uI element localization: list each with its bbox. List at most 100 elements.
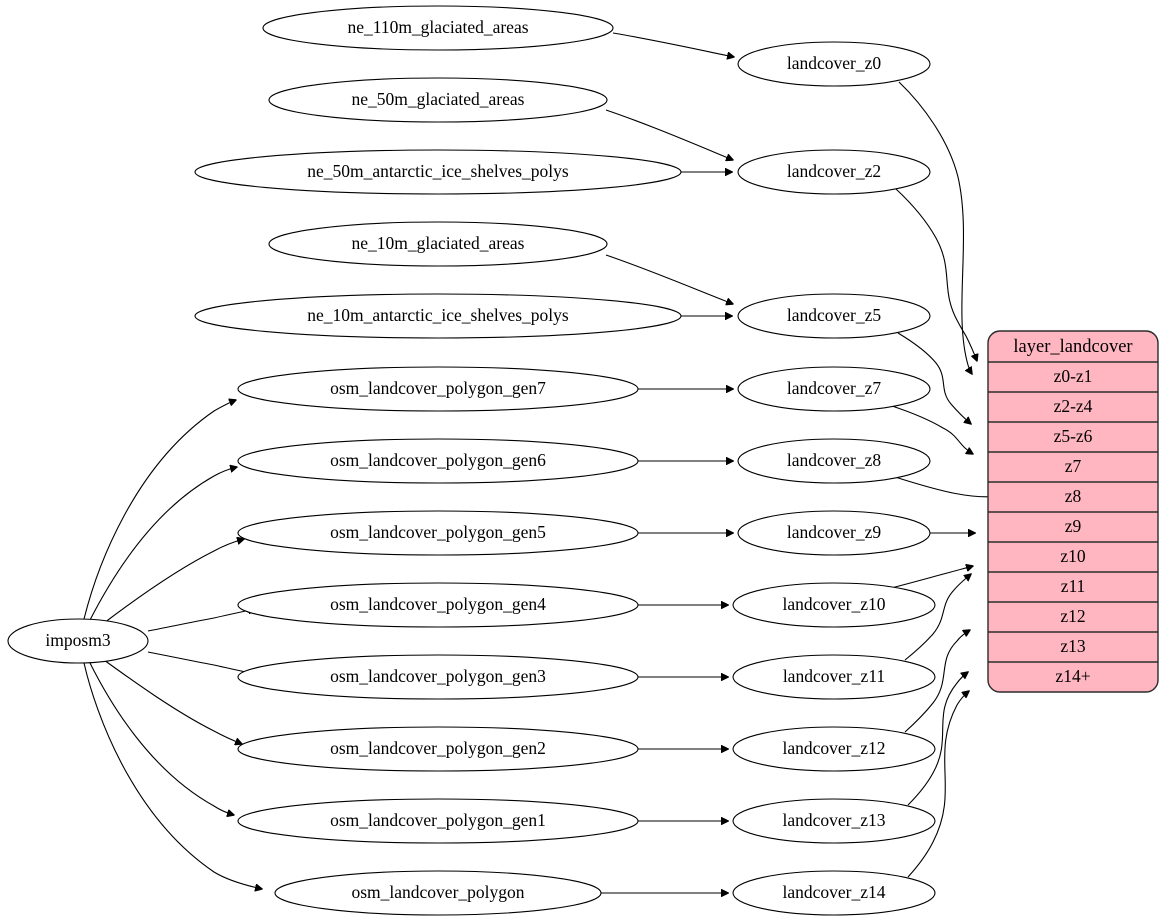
node-shape	[732, 654, 936, 700]
node-shape	[737, 510, 931, 556]
node-shape	[237, 366, 639, 412]
node-label: landcover_z0	[787, 53, 882, 73]
graph-edge	[605, 109, 733, 160]
edge-imposm3-to-osm_landcover_polygon_gen4	[147, 609, 255, 632]
node-shape	[732, 870, 936, 916]
table-row[interactable]: z10	[988, 541, 1158, 566]
edge-landcover_z14-to-layer_landcover_z14	[907, 691, 969, 878]
node-osm_landcover_polygon[interactable]: osm_landcover_polygon	[274, 870, 602, 916]
table-row[interactable]: z11	[988, 571, 1158, 596]
graph-edge	[612, 32, 734, 57]
node-shape	[268, 221, 608, 267]
node-landcover_z0[interactable]: landcover_z0	[737, 41, 931, 87]
node-osm_landcover_polygon_gen5[interactable]: osm_landcover_polygon_gen5	[237, 510, 639, 556]
node-landcover_z11[interactable]: landcover_z11	[732, 654, 936, 700]
graph-edge	[898, 81, 972, 374]
table-row[interactable]: z8	[988, 481, 1158, 506]
edge-landcover_z5-to-layer_landcover_z5_z6	[897, 332, 971, 424]
node-label: landcover_z11	[783, 666, 885, 686]
node-label: landcover_z7	[787, 378, 882, 398]
table-row[interactable]: z7	[988, 451, 1158, 476]
node-landcover_z5[interactable]: landcover_z5	[737, 293, 931, 339]
node-landcover_z9[interactable]: landcover_z9	[737, 510, 931, 556]
node-shape	[237, 654, 639, 700]
table-row[interactable]: z0-z1	[988, 361, 1158, 386]
node-label: landcover_z14	[782, 882, 885, 902]
node-shape	[737, 149, 931, 195]
row-label: z8	[1065, 486, 1082, 506]
node-osm_landcover_polygon_gen4[interactable]: osm_landcover_polygon_gen4	[237, 582, 639, 628]
node-label: ne_50m_antarctic_ice_shelves_polys	[307, 161, 569, 181]
node-shape	[237, 798, 639, 844]
node-shape	[268, 77, 608, 123]
row-label: z7	[1065, 456, 1082, 476]
table-row[interactable]: z12	[988, 601, 1158, 626]
node-label: osm_landcover_polygon_gen6	[330, 450, 546, 470]
node-imposm3[interactable]: imposm3	[7, 618, 149, 664]
node-label: landcover_z5	[787, 305, 882, 325]
graph-edge	[890, 566, 973, 589]
node-shape	[732, 726, 936, 772]
graph-edge	[891, 405, 973, 454]
node-landcover_z2[interactable]: landcover_z2	[737, 149, 931, 195]
node-label: landcover_z8	[787, 450, 882, 470]
table-row[interactable]: z2-z4	[988, 391, 1158, 416]
layer-landcover-table: layer_landcoverz0-z1z2-z4z5-z6z7z8z9z10z…	[987, 330, 1159, 693]
node-ne_50m_glaciated_areas[interactable]: ne_50m_glaciated_areas	[268, 77, 608, 123]
node-label: landcover_z12	[782, 738, 885, 758]
edge-landcover_z0-to-layer_landcover_z0_z1	[898, 81, 972, 374]
node-landcover_z7[interactable]: landcover_z7	[737, 366, 931, 412]
graph-edge	[89, 467, 237, 621]
node-label: osm_landcover_polygon_gen2	[330, 738, 546, 758]
node-osm_landcover_polygon_gen1[interactable]: osm_landcover_polygon_gen1	[237, 798, 639, 844]
table-row[interactable]: z5-z6	[988, 421, 1158, 446]
node-landcover_z14[interactable]: landcover_z14	[732, 870, 936, 916]
node-label: landcover_z2	[787, 161, 881, 181]
node-shape	[262, 5, 614, 51]
node-osm_landcover_polygon_gen7[interactable]: osm_landcover_polygon_gen7	[237, 366, 639, 412]
edge-imposm3-to-osm_landcover_polygon_gen2	[103, 659, 242, 744]
graph-edge	[83, 400, 236, 620]
edges-layer	[83, 32, 1010, 893]
edge-imposm3-to-osm_landcover_polygon_gen5	[103, 539, 244, 624]
edge-ne_50m_glaciated_areas-to-landcover_z2	[605, 109, 733, 160]
graph-edge	[103, 659, 242, 744]
node-label: osm_landcover_polygon_gen7	[330, 378, 546, 398]
edge-landcover_z2-to-layer_landcover_z2_z4	[895, 188, 977, 361]
table-row[interactable]: z13	[988, 631, 1158, 656]
node-landcover_z8[interactable]: landcover_z8	[737, 438, 931, 484]
node-landcover_z13[interactable]: landcover_z13	[732, 798, 936, 844]
edge-landcover_z7-to-layer_landcover_z7	[891, 405, 973, 454]
node-label: ne_10m_antarctic_ice_shelves_polys	[307, 305, 569, 325]
node-ne_50m_antarctic_ice_shelves_polys[interactable]: ne_50m_antarctic_ice_shelves_polys	[194, 149, 682, 195]
node-label: osm_landcover_polygon	[351, 882, 524, 902]
node-shape	[274, 870, 602, 916]
node-ne_110m_glaciated_areas[interactable]: ne_110m_glaciated_areas	[262, 5, 614, 51]
row-label: z10	[1060, 546, 1086, 566]
node-landcover_z10[interactable]: landcover_z10	[732, 582, 936, 628]
node-shape	[737, 293, 931, 339]
node-ne_10m_antarctic_ice_shelves_polys[interactable]: ne_10m_antarctic_ice_shelves_polys	[194, 293, 682, 339]
edge-landcover_z11-to-layer_landcover_z11	[904, 574, 971, 661]
node-osm_landcover_polygon_gen6[interactable]: osm_landcover_polygon_gen6	[237, 438, 639, 484]
table-row[interactable]: z14+	[988, 661, 1158, 686]
node-landcover_z12[interactable]: landcover_z12	[732, 726, 936, 772]
graph-edge	[904, 574, 971, 661]
edge-imposm3-to-osm_landcover_polygon_gen6	[89, 467, 237, 621]
node-label: landcover_z10	[782, 594, 885, 614]
graph-edge	[147, 609, 255, 632]
node-shape	[732, 582, 936, 628]
table-row[interactable]: z9	[988, 511, 1158, 536]
node-shape	[194, 149, 682, 195]
edge-imposm3-to-osm_landcover_polygon_gen1	[89, 662, 234, 815]
node-label: osm_landcover_polygon_gen1	[330, 810, 546, 830]
node-osm_landcover_polygon_gen2[interactable]: osm_landcover_polygon_gen2	[237, 726, 639, 772]
node-ne_10m_glaciated_areas[interactable]: ne_10m_glaciated_areas	[268, 221, 608, 267]
node-label: ne_50m_glaciated_areas	[352, 89, 525, 109]
node-shape	[194, 293, 682, 339]
row-label: z2-z4	[1054, 396, 1093, 416]
edge-landcover_z10-to-layer_landcover_z10	[890, 566, 973, 589]
node-osm_landcover_polygon_gen3[interactable]: osm_landcover_polygon_gen3	[237, 654, 639, 700]
